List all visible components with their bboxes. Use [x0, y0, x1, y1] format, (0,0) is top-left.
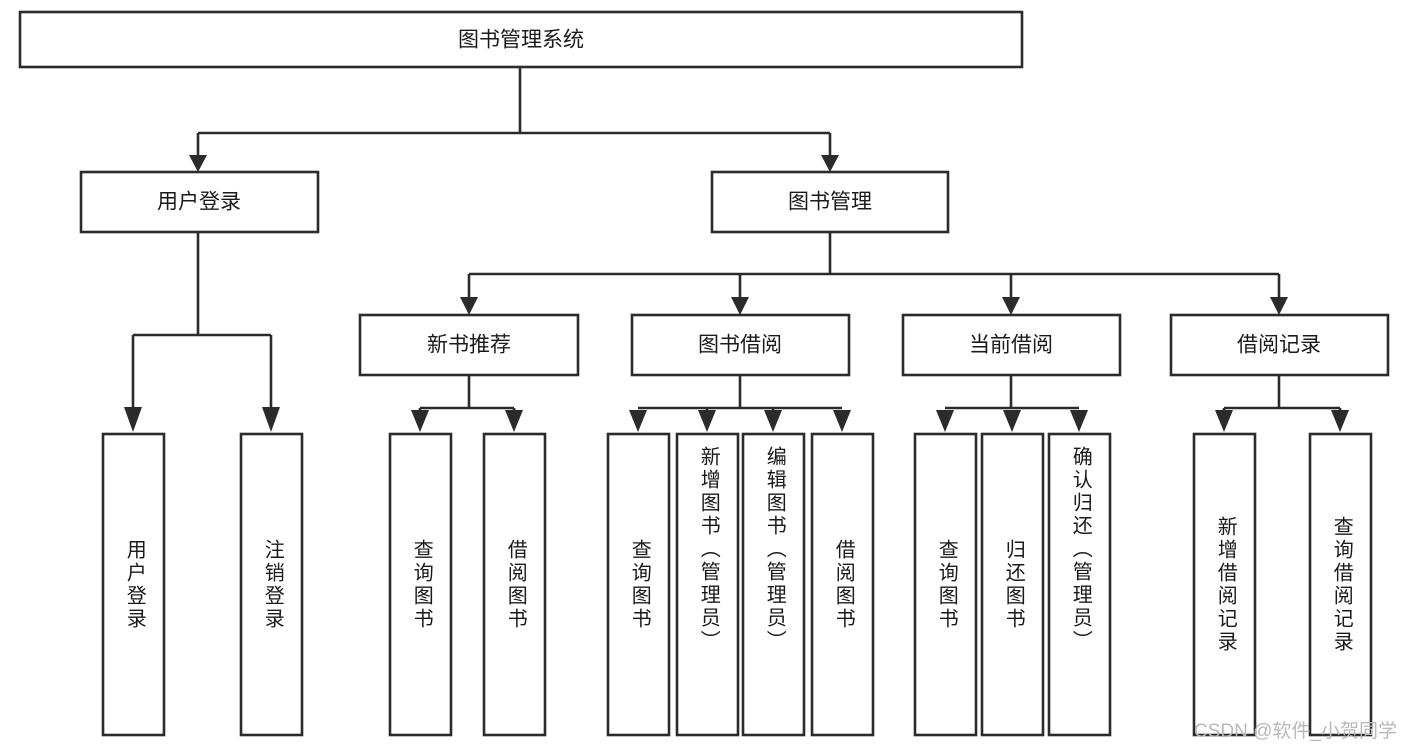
node-borrow-record-label: 借阅记录 [1237, 334, 1321, 357]
arrowhead-record-leaf2 [1331, 410, 1349, 432]
arrowhead-borrow-leaf4 [833, 410, 851, 432]
node-book-borrow-label: 图书借阅 [698, 334, 782, 357]
arrowhead-book-mgmt [821, 155, 839, 172]
arrowhead-current-leaf3 [1070, 410, 1088, 432]
node-user-login-label: 用户登录 [157, 191, 241, 214]
node-book-borrow-box[interactable] [630, 313, 851, 377]
node-book-management-label: 图书管理 [788, 191, 872, 214]
node-book-management[interactable]: 图书管理 [710, 170, 950, 234]
arrowhead-borrow-leaf3 [764, 410, 782, 432]
arrowhead-leaf-user-login [124, 407, 142, 432]
node-user-login-box[interactable] [79, 170, 320, 234]
node-current-borrow[interactable]: 当前借阅 [901, 313, 1122, 377]
leaf-box-newbook-2[interactable] [482, 432, 547, 737]
arrowhead-user-login [189, 155, 207, 172]
leaf-box-current-1[interactable] [913, 432, 978, 737]
node-current-borrow-label: 当前借阅 [969, 334, 1053, 357]
node-new-book-recommend-box[interactable] [358, 313, 580, 377]
arrowhead-newbook [460, 297, 478, 315]
node-book-management-box[interactable] [710, 170, 950, 234]
node-root-box[interactable] [18, 10, 1024, 69]
node-borrow-record[interactable]: 借阅记录 [1169, 313, 1390, 377]
leaf-box-record-1[interactable] [1192, 432, 1257, 737]
leaf-box-borrow-4[interactable] [810, 432, 875, 737]
arrowhead-record [1270, 297, 1288, 315]
node-book-borrow[interactable]: 图书借阅 [630, 313, 851, 377]
node-current-borrow-box[interactable] [901, 313, 1122, 377]
node-root[interactable]: 图书管理系统 [18, 10, 1024, 69]
leaf-box-borrow-3[interactable] [741, 432, 806, 737]
connector-group [124, 67, 1349, 432]
leaf-box-borrow-1[interactable] [606, 432, 671, 737]
arrowhead-leaf-logout [262, 407, 280, 432]
arrowhead-borrow-leaf2 [698, 410, 716, 432]
arrowhead-current-leaf1 [936, 410, 954, 432]
leaf-box-borrow-2[interactable] [675, 432, 740, 737]
node-new-book-recommend[interactable]: 新书推荐 [358, 313, 580, 377]
leaf-box-user-login-2[interactable] [239, 432, 304, 737]
arrowhead-newbook-leaf2 [505, 410, 523, 432]
leaf-box-user-login-1[interactable] [101, 432, 166, 737]
arrowhead-borrow [731, 297, 749, 315]
arrowhead-record-leaf1 [1215, 410, 1233, 432]
node-root-label: 图书管理系统 [458, 29, 584, 52]
leaf-box-current-2[interactable] [980, 432, 1045, 737]
leaf-box-current-3[interactable] [1047, 432, 1112, 737]
arrowhead-current-leaf2 [1003, 410, 1021, 432]
csdn-watermark: CSDN @软件_小贺同学 [1194, 721, 1397, 742]
leaf-box-record-2[interactable] [1308, 432, 1373, 737]
leaf-box-newbook-1[interactable] [388, 432, 453, 737]
node-borrow-record-box[interactable] [1169, 313, 1390, 377]
arrowhead-newbook-leaf1 [411, 410, 429, 432]
node-user-login[interactable]: 用户登录 [79, 170, 320, 234]
arrowhead-borrow-leaf1 [629, 410, 647, 432]
node-new-book-recommend-label: 新书推荐 [427, 334, 511, 357]
arrowhead-current [1002, 297, 1020, 315]
